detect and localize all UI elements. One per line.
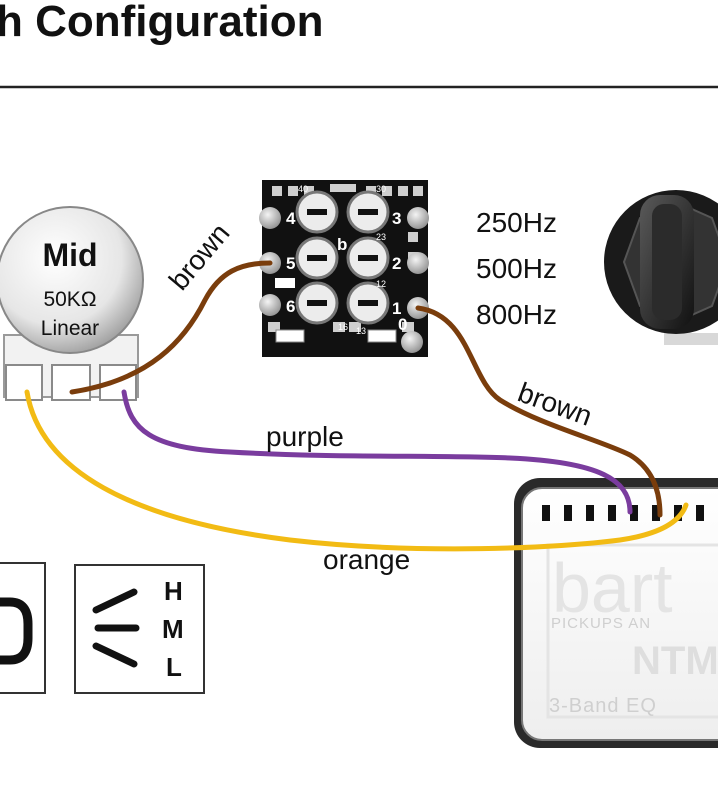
lug-number-4: 4 [286,209,296,228]
pcb-tiny-b: b [337,235,347,254]
partial-icon-box [0,562,46,694]
lug-number-0: 0 [398,315,407,334]
pcb-tiny-13: 13 [356,326,366,336]
pot-lug-2 [51,364,91,401]
page-title: h Configuration [0,0,324,46]
pot-taper: Linear [41,317,99,340]
hml-letter-m: M [162,614,184,644]
lug-number-6: 6 [286,297,295,316]
pcb-tiny-16: 16 [338,322,348,332]
lug-number-2: 2 [392,254,401,273]
pcb-tiny-23: 23 [376,232,386,242]
freq-500: 500Hz [476,253,557,284]
pcb-tiny-40: 40 [298,184,308,194]
hml-letter-h: H [164,576,183,606]
switch-contacts [295,190,390,325]
pot-name: Mid [42,237,97,273]
pot-value: 50KΩ [43,288,96,311]
module-eq: 3-Band EQ [549,695,657,717]
freq-800: 800Hz [476,299,557,330]
hml-selector-icon: H M L [74,564,205,694]
pcb-tiny-12: 12 [376,279,386,289]
pot-lug-1 [5,364,43,401]
module-model: NTM [632,639,718,683]
freq-250: 250Hz [476,207,557,238]
label-purple: purple [266,421,344,452]
pot-knob [0,206,144,354]
pcb-tiny-30: 30 [376,184,386,194]
wire-brown-right [415,305,663,518]
module-subtitle: PICKUPS AN [551,615,651,632]
rotary-switch-board: 4 3 5 2 6 1 0 40 30 23 b 12 16 13 [259,180,429,357]
label-orange: orange [323,544,410,575]
ntm-preamp-module: bart PICKUPS AN NTM 3-Band EQ [514,478,718,748]
hml-letter-l: L [166,652,182,682]
module-logo: bart [552,549,673,627]
wire-purple [121,389,633,515]
lug-number-1: 1 [392,299,401,318]
rotary-switch-knob [604,190,718,345]
lug-number-3: 3 [392,209,401,228]
lug-number-5: 5 [286,254,295,273]
label-brown-top: brown [163,218,236,296]
module-body [521,487,718,741]
wire-orange [24,389,689,552]
wire-brown-top [69,260,273,395]
mid-pot: Mid 50KΩ Linear [0,206,144,401]
